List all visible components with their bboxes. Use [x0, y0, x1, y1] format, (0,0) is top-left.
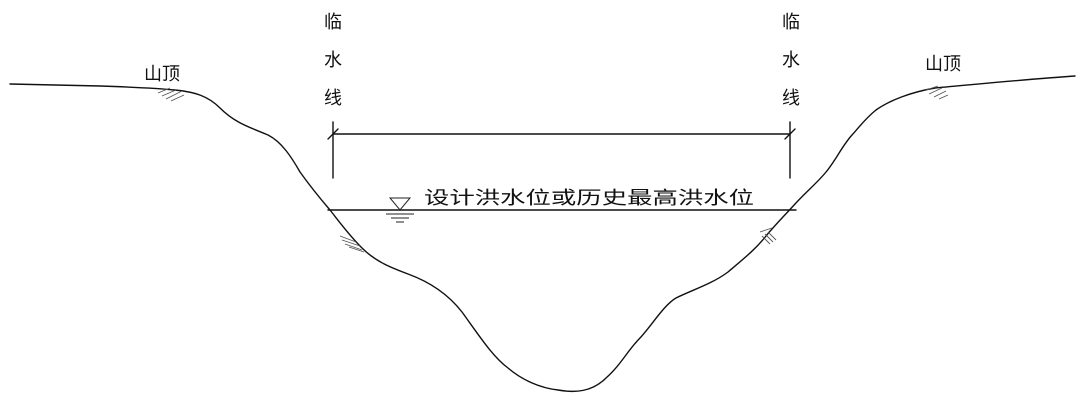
waterside-line-right-char-3: 线: [782, 88, 800, 109]
peak-right-label: 山顶: [925, 54, 961, 75]
waterside-line-left-char-3: 线: [324, 88, 342, 109]
left-peak-hatch: [157, 87, 185, 102]
waterside-line-right-char-2: 水: [782, 50, 800, 71]
waterside-line-right-char-1: 临: [782, 12, 800, 33]
terrain-profile: [9, 75, 1076, 393]
peak-left-label: 山顶: [144, 64, 180, 85]
waterside-line-left-char-1: 临: [324, 12, 342, 33]
waterside-span-dimension: [327, 121, 796, 179]
left-bank-hatch: [339, 235, 365, 253]
water-level-label: 设计洪水位或历史最高洪水位: [424, 188, 754, 209]
water-level-symbol: [386, 197, 414, 223]
right-peak-hatch: [925, 85, 949, 100]
right-bank-hatch: [759, 227, 777, 245]
waterside-line-left-char-2: 水: [324, 50, 342, 71]
